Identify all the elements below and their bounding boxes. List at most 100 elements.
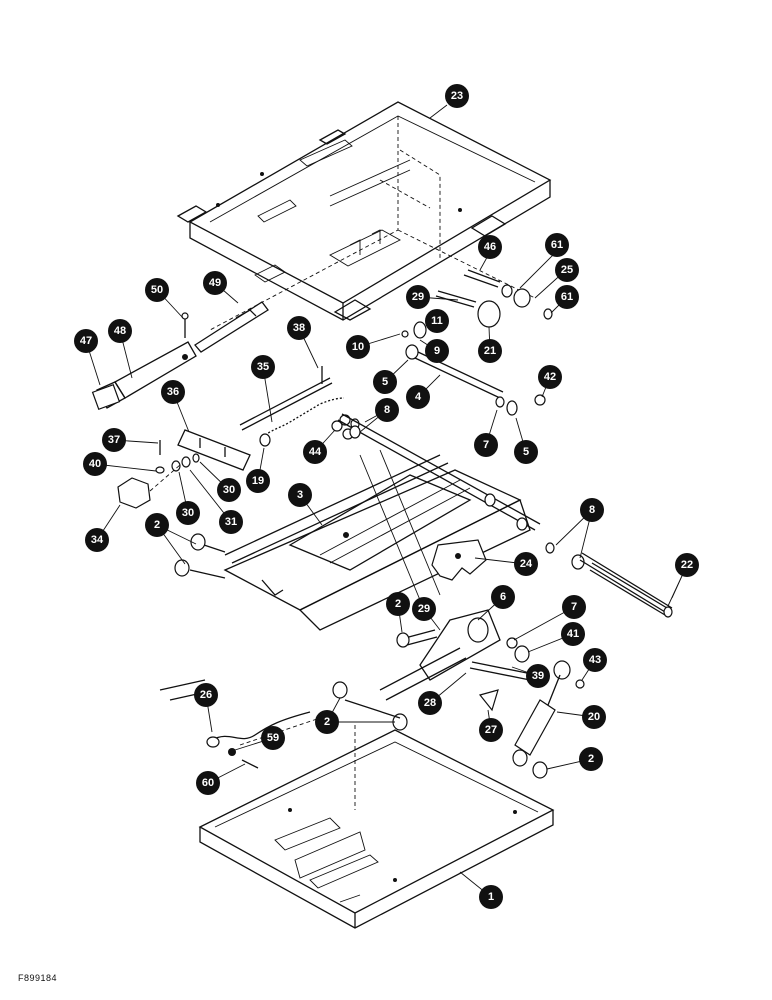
svg-text:3: 3 [297,489,303,501]
callout: 20 [582,705,606,729]
callout: 42 [538,365,562,389]
svg-text:9: 9 [434,345,440,357]
svg-text:10: 10 [352,341,364,353]
svg-text:44: 44 [309,446,322,458]
spring-adjuster [117,366,345,509]
callout: 28 [418,691,442,715]
callout: 48 [108,319,132,343]
svg-text:26: 26 [200,689,212,701]
svg-text:31: 31 [225,516,237,528]
svg-text:37: 37 [108,434,120,446]
svg-text:22: 22 [681,559,693,571]
callout: 34 [85,528,109,552]
svg-text:2: 2 [588,753,594,765]
svg-text:50: 50 [151,284,163,296]
svg-text:41: 41 [567,628,579,640]
callout: 30 [176,501,200,525]
svg-text:7: 7 [483,439,489,451]
callout: 5 [514,440,538,464]
svg-text:30: 30 [182,507,194,519]
callout: 9 [425,339,449,363]
svg-text:38: 38 [293,322,305,334]
base-frame [159,679,555,929]
callout: 10 [346,335,370,359]
svg-text:19: 19 [252,475,264,487]
svg-text:30: 30 [223,484,235,496]
svg-text:61: 61 [551,239,563,251]
callout: 59 [261,726,285,750]
svg-text:39: 39 [532,670,544,682]
svg-text:8: 8 [589,504,595,516]
svg-text:43: 43 [589,654,601,666]
callout: 30 [217,478,241,502]
callout: 1 [479,885,503,909]
svg-text:35: 35 [257,361,269,373]
callout: 38 [287,316,311,340]
scissor-frame [174,413,673,631]
svg-text:25: 25 [561,264,573,276]
callout: 7 [474,433,498,457]
svg-text:34: 34 [91,534,104,546]
callout: 11 [425,309,449,333]
svg-text:48: 48 [114,325,126,337]
callout: 40 [83,452,107,476]
upper-seat-frame [176,101,552,331]
svg-text:61: 61 [561,291,573,303]
callout: 49 [203,271,227,295]
callout: 19 [246,469,270,493]
svg-text:20: 20 [588,711,600,723]
callout: 22 [675,553,699,577]
svg-text:28: 28 [424,697,436,709]
callout: 2 [386,592,410,616]
callout: 3 [288,483,312,507]
callout: 2 [145,513,169,537]
callout: 61 [545,233,569,257]
svg-text:5: 5 [382,376,388,388]
svg-text:40: 40 [89,458,101,470]
callout: 61 [555,285,579,309]
callout: 2 [579,747,603,771]
svg-text:8: 8 [384,404,390,416]
callout: 43 [583,648,607,672]
svg-text:2: 2 [324,716,330,728]
svg-text:21: 21 [484,345,496,357]
callout: 50 [145,278,169,302]
callout: 2 [315,710,339,734]
svg-text:4: 4 [415,391,422,403]
callout: 36 [161,380,185,404]
latch-plate [431,539,487,581]
svg-text:11: 11 [431,315,443,327]
callout: 41 [561,622,585,646]
svg-text:1: 1 [488,891,494,903]
callout: 4 [406,385,430,409]
callout: 24 [514,552,538,576]
callout: 26 [194,683,218,707]
svg-text:23: 23 [451,90,463,102]
callout: 8 [375,398,399,422]
callout: 7 [562,595,586,619]
callout: 39 [526,664,550,688]
svg-text:2: 2 [154,519,160,531]
callout: 21 [478,339,502,363]
svg-text:29: 29 [418,603,430,615]
callout: 25 [555,258,579,282]
callout: 37 [102,428,126,452]
lever-assembly [91,301,269,410]
callout: 8 [580,498,604,522]
svg-text:46: 46 [484,241,496,253]
callout: 46 [478,235,502,259]
figure-code: F899184 [18,973,58,983]
callout: 47 [74,329,98,353]
callout: 44 [303,440,327,464]
callout: 35 [251,355,275,379]
callout: 27 [479,718,503,742]
svg-text:60: 60 [202,777,214,789]
svg-text:36: 36 [167,386,179,398]
svg-text:6: 6 [500,591,506,603]
callout: 29 [406,285,430,309]
svg-text:49: 49 [209,277,221,289]
svg-text:47: 47 [80,335,92,347]
svg-text:5: 5 [523,446,529,458]
svg-text:24: 24 [520,558,533,570]
